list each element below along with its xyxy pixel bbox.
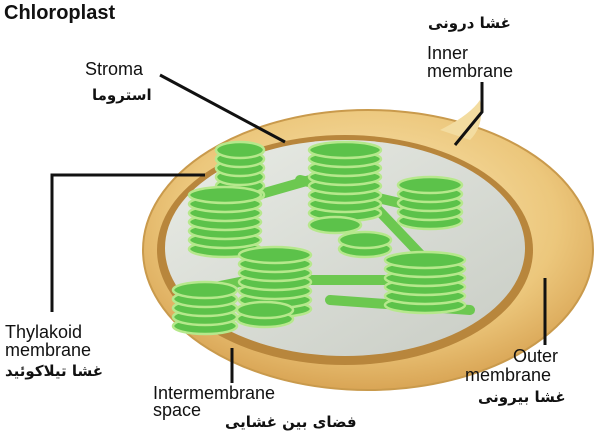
granum-stack bbox=[337, 230, 393, 259]
inner-membrane-leader bbox=[453, 82, 484, 146]
leader-lines bbox=[50, 73, 547, 383]
stroma-label-fa: استروما bbox=[92, 86, 152, 104]
thylakoid-disc bbox=[307, 215, 363, 235]
thylakoid-disc bbox=[383, 250, 467, 270]
thylakoid-label-fa: غشا تیلاکوئید bbox=[5, 362, 104, 380]
intermembrane-label-1: Intermembrane bbox=[153, 383, 276, 403]
thylakoid-label-2: membrane bbox=[5, 340, 92, 360]
diagram-title: Chloroplast bbox=[4, 2, 116, 24]
outer-membrane-label-1: Outer bbox=[513, 346, 559, 366]
intermembrane-label-2: space bbox=[153, 400, 202, 420]
inner-membrane-label-2: membrane bbox=[427, 61, 514, 81]
thylakoid-leader bbox=[50, 173, 205, 312]
granum-stack bbox=[235, 300, 295, 329]
inner-membrane-label-1: Inner bbox=[427, 43, 469, 63]
thylakoid-label-1: Thylakoid bbox=[5, 322, 83, 342]
granum-stack bbox=[171, 280, 239, 336]
granum-stack bbox=[307, 140, 383, 223]
outer-membrane-label-fa: غشا بیرونی bbox=[478, 388, 566, 406]
granum-stack bbox=[396, 175, 464, 231]
thylakoid-disc bbox=[237, 245, 313, 265]
granum-stack bbox=[307, 215, 363, 235]
stroma-leader bbox=[159, 73, 286, 144]
thylakoid-disc bbox=[214, 140, 266, 160]
thylakoid-disc bbox=[307, 140, 383, 160]
thylakoid-disc bbox=[235, 300, 295, 320]
granum-stack bbox=[187, 185, 263, 259]
thylakoid-disc bbox=[337, 230, 393, 250]
granum-stack bbox=[383, 250, 467, 315]
intermembrane-label-fa: فضای بین غشایی bbox=[225, 413, 357, 431]
thylakoid-disc bbox=[396, 175, 464, 195]
grana bbox=[171, 140, 475, 336]
inner-membrane-label-fa: غشا درونی bbox=[428, 14, 511, 32]
thylakoid-disc bbox=[187, 185, 263, 205]
outer-membrane-label-2: membrane bbox=[465, 365, 552, 385]
thylakoid-disc bbox=[171, 280, 239, 300]
stroma-label: Stroma bbox=[85, 59, 144, 79]
